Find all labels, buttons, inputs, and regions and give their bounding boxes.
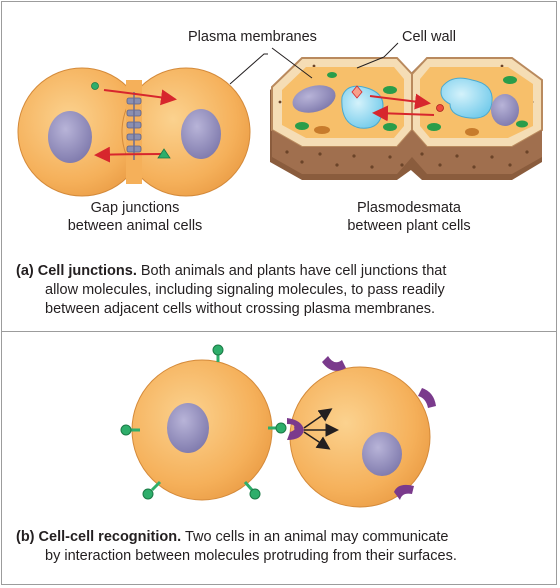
label-gap-junctions: Gap junctions between animal cells	[67, 200, 203, 234]
panel-cell-junctions: Plasma membranes Cell wall Gap junctions…	[1, 1, 557, 332]
signal-diamond	[351, 85, 363, 99]
cell-junctions-diagram	[17, 42, 543, 197]
arrow-left-red-plant	[372, 105, 435, 122]
cell-recognition-diagram	[120, 344, 436, 508]
mitochondrion	[465, 128, 479, 136]
caption-title-a: (a) Cell junctions.	[16, 263, 137, 279]
signal-molecule-triangle	[157, 148, 171, 159]
leader-lines	[229, 42, 399, 85]
nucleus-right	[181, 109, 221, 159]
caption-cell-recognition: (b) Cell-cell recognition. Two cells in …	[16, 529, 457, 564]
label-plasma-membranes: Plasma membranes	[188, 29, 317, 45]
plant-cell-pair	[270, 57, 543, 180]
nucleus-right-b	[362, 432, 402, 476]
surface-molecules-green	[120, 344, 287, 500]
chloroplast	[516, 120, 528, 128]
chloroplast	[383, 123, 397, 131]
wall-texture	[278, 64, 534, 169]
label-plasmodesmata: Plasmodesmata between plant cells	[347, 200, 471, 234]
label-cell-wall: Cell wall	[402, 29, 456, 45]
caption-title-b: (b) Cell-cell recognition.	[16, 529, 182, 545]
mitochondrion	[314, 126, 330, 134]
plant-nucleus-left	[292, 85, 336, 113]
caption-cell-junctions: (a) Cell junctions. Both animals and pla…	[16, 263, 447, 317]
panel-cell-recognition: (b) Cell-cell recognition. Two cells in …	[1, 331, 557, 585]
wall-front-right	[412, 130, 542, 174]
animal-cell-pair	[17, 67, 251, 197]
nucleus-left-b	[167, 403, 209, 453]
chloroplast	[327, 72, 337, 78]
signal-molecule-red	[436, 104, 444, 112]
gap-junction-channels	[126, 92, 142, 160]
arrow-right-red	[103, 89, 177, 106]
chloroplast	[427, 123, 441, 131]
recognition-cell-right	[287, 356, 436, 508]
signal-arrows-black	[303, 408, 339, 450]
surface-receptors-purple	[287, 356, 436, 500]
arrow-right-red-plant	[369, 93, 431, 110]
plant-nucleus-right	[491, 94, 519, 126]
vacuole-left	[341, 85, 384, 129]
wall-front-left	[272, 130, 412, 174]
recognition-cell-left	[120, 344, 287, 501]
chloroplast	[383, 86, 397, 94]
chloroplast	[295, 122, 309, 130]
nucleus-left	[48, 111, 92, 163]
chloroplast	[503, 76, 517, 84]
vacuole-right	[440, 77, 493, 119]
signal-molecule-circle	[91, 82, 99, 90]
arrow-left-red	[94, 146, 163, 163]
